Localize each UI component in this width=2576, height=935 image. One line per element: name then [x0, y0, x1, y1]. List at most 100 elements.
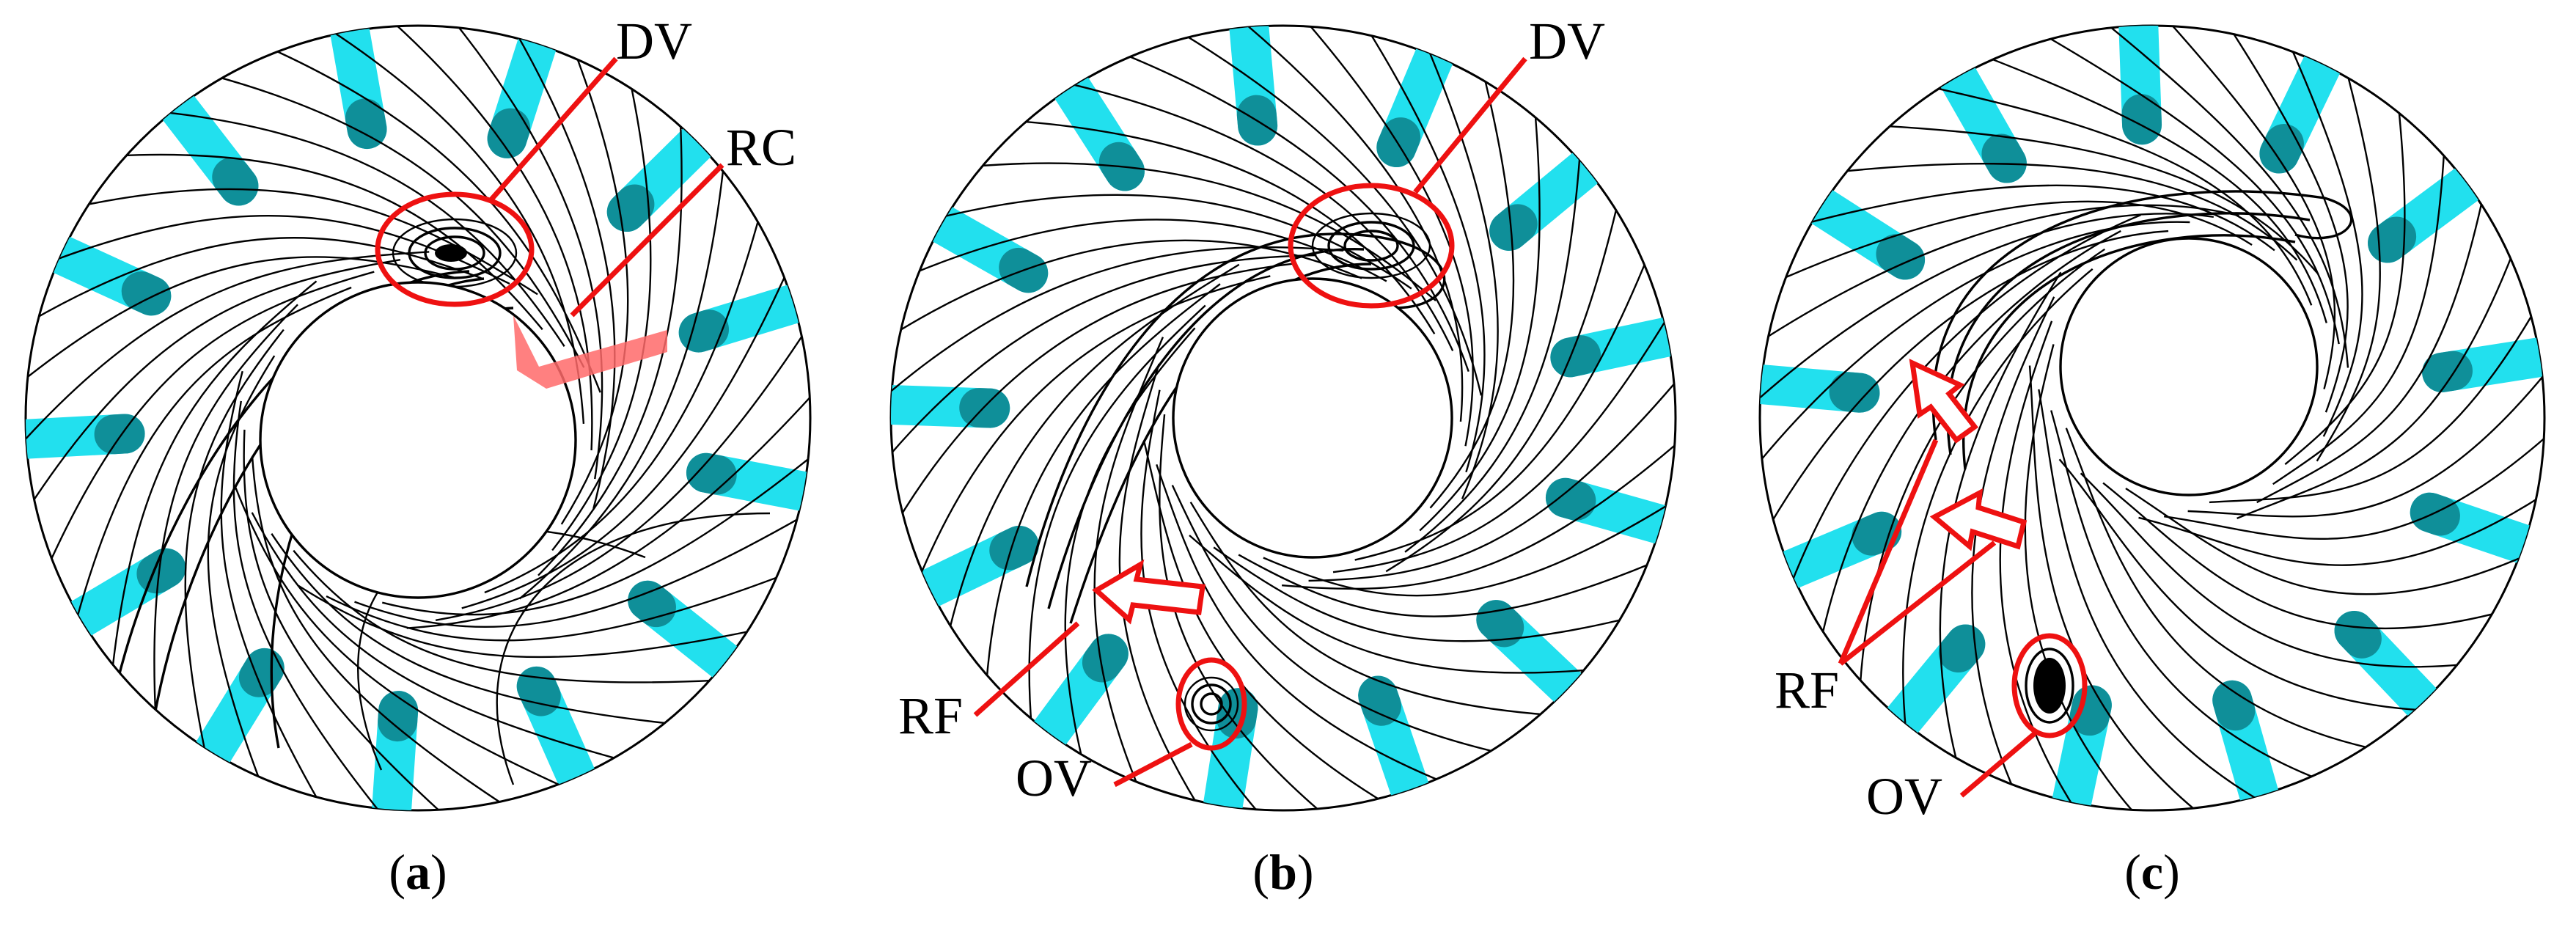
guide-vane-tip: [1476, 600, 1524, 648]
panel-b-hub: [1172, 277, 1453, 559]
streamline: [1788, 214, 2141, 587]
streamline: [2065, 428, 2377, 751]
panel-c-vanes: [1760, 26, 2544, 810]
streamline: [1171, 485, 1502, 755]
svg-text:(a): (a): [389, 844, 447, 900]
guide-vane-tip: [1545, 477, 1596, 521]
streamline: [2050, 410, 2322, 782]
streamline: [2272, 145, 2445, 485]
guide-vane-tip: [2259, 124, 2304, 174]
vortex-streamline: [1343, 230, 1399, 262]
streamline: [2138, 493, 2544, 566]
caption-c: (c): [2124, 844, 2180, 900]
streamline: [2102, 26, 2349, 368]
streamline: [1189, 502, 1551, 716]
streamline: [1404, 150, 1582, 553]
svg-text:(b): (b): [1252, 844, 1313, 900]
guide-vane-tip: [212, 157, 259, 206]
guide-vane-tip: [2410, 492, 2460, 536]
ov-leader-line-c: [1959, 731, 2037, 798]
streamline: [2024, 344, 2139, 810]
guide-vane-tip: [487, 108, 531, 158]
streamline: [326, 573, 787, 642]
rf-leader-line-c2: [1838, 540, 1997, 666]
streamline: [2256, 194, 2485, 504]
streamline: [518, 161, 725, 600]
streamline: [153, 304, 298, 720]
streamline: [251, 512, 625, 762]
streamline: [1385, 199, 1620, 573]
streamline: [354, 513, 807, 628]
streamline: [1879, 125, 2319, 275]
streamline: [461, 268, 790, 609]
streamline: [184, 329, 285, 758]
streamline: [1156, 464, 1447, 784]
streamline: [2236, 249, 2516, 519]
panel-b-streamlines: [891, 26, 1676, 810]
guide-vane-tip: [2368, 216, 2417, 263]
dv-marker-circle-b: [1288, 183, 1455, 309]
streamline: [1983, 54, 2327, 323]
vortex-core: [435, 244, 467, 262]
streamline: [2165, 26, 2336, 389]
streamline: [1962, 234, 2296, 470]
streamline: [1946, 212, 2311, 455]
streamline: [896, 263, 1293, 522]
rc-leader-line-a: [570, 163, 724, 318]
caption-a-open: (: [389, 844, 406, 900]
streamline: [1819, 230, 2121, 642]
guide-vane-tip: [1376, 117, 1421, 167]
streamline: [1213, 546, 1630, 642]
ov-label-b: OV: [1016, 749, 1092, 807]
panel-a: DV RC (a): [24, 12, 812, 900]
streamline: [1802, 184, 2275, 252]
rf-leader-line-b: [973, 621, 1080, 717]
dv-marker-circle-a: [375, 191, 535, 307]
rf-label-b: RF: [898, 686, 963, 745]
streamline: [29, 237, 482, 323]
guide-vane-tip: [1981, 133, 2027, 183]
streamline: [26, 251, 430, 447]
panel-a-vanes: [26, 26, 810, 810]
streamline: [381, 452, 810, 616]
rf-arrow-marker-c1: [1909, 359, 1978, 444]
guide-vane-tip: [1082, 634, 1129, 683]
streamline: [1837, 163, 2298, 261]
streamline: [78, 188, 538, 296]
guide-vane-tip: [2212, 680, 2256, 731]
vortex-streamline: [1191, 683, 1232, 725]
ov-marker-circle-b: [1175, 657, 1247, 751]
guide-vane-tip: [1852, 511, 1902, 556]
streamline: [1189, 535, 1594, 674]
rf-leader-line-c1: [1838, 439, 1939, 665]
caption-b-open: (: [1252, 844, 1269, 900]
panel-b: DV RF OV (b): [889, 12, 1677, 900]
vortex-streamline: [1311, 212, 1431, 279]
streamline: [235, 487, 568, 790]
streamline: [1016, 120, 1436, 334]
streamline: [1939, 271, 2062, 768]
streamline: [2316, 68, 2381, 462]
streamline: [435, 327, 809, 622]
streamline: [909, 219, 1387, 282]
dv-leader-line-b: [1413, 56, 1527, 194]
streamline: [2164, 431, 2544, 540]
streamline: [484, 211, 762, 594]
streamline: [936, 194, 1412, 290]
streamline: [116, 153, 543, 331]
streamline: [1028, 304, 1206, 729]
streamline: [2187, 368, 2544, 518]
vortex-streamline: [2025, 648, 2074, 724]
streamline: [947, 263, 1240, 637]
streamline: [268, 46, 601, 393]
caption-b-letter: b: [1269, 844, 1297, 900]
streamline: [298, 584, 757, 659]
guide-vane-tip: [238, 648, 285, 697]
streamline: [220, 370, 323, 807]
streamline: [985, 283, 1221, 686]
guide-vane-tip: [94, 414, 145, 455]
guide-vane-tip: [678, 309, 730, 353]
panel-c-hub: [2059, 237, 2319, 496]
